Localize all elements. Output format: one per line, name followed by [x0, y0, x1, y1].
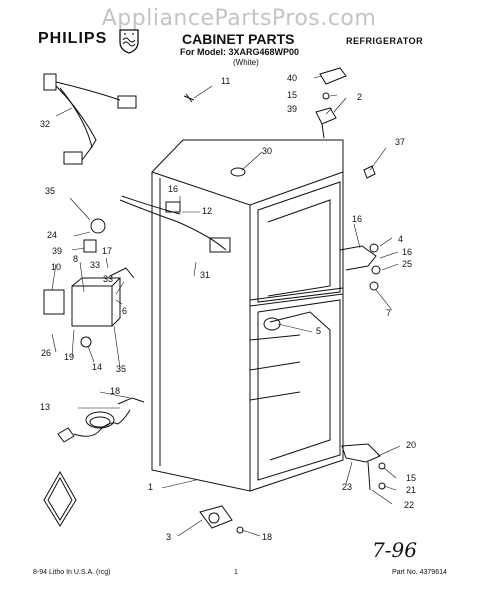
callout-33: 35: [45, 186, 55, 196]
callout-8: 8: [73, 254, 78, 264]
top-hinge: [315, 92, 337, 139]
callout-19: 19: [64, 352, 74, 362]
middle-hinge: [339, 243, 381, 291]
callout-26: 26: [41, 348, 51, 358]
handwritten-note: 7-96: [372, 538, 417, 562]
print-info: 8-94 Litho In U.S.A. (rcg): [33, 569, 111, 576]
callout-28: 31: [200, 270, 210, 280]
callout-20: 20: [406, 440, 416, 450]
callout-11: 11: [221, 76, 230, 86]
appliance-category: REFRIGERATOR: [346, 36, 424, 46]
power-cord: [57, 397, 145, 443]
callout-22: 22: [404, 500, 414, 510]
page-title: CABINET PARTS: [182, 31, 295, 47]
shield-logo-icon: [119, 29, 139, 54]
callout-numbers: 11 40 15 39 2 37 30 32 16 12 31 35 24 39…: [40, 73, 416, 542]
callout-21: 21: [406, 485, 416, 495]
callout-32: 33: [103, 274, 113, 284]
callout-23: 23: [342, 482, 352, 492]
callout-37: 39: [52, 246, 62, 256]
callout-4: 4: [398, 234, 403, 244]
callout-1: 1: [148, 482, 153, 492]
hole-plug: [363, 165, 376, 179]
callout-24: 24: [47, 230, 57, 240]
callout-31: 35: [116, 364, 126, 374]
watermark-text: AppliancePartsPros.com: [101, 6, 377, 31]
callout-10: 10: [51, 262, 61, 272]
service-badge: [43, 470, 77, 527]
callout-30: 33: [90, 260, 100, 270]
top-plug: [230, 167, 246, 177]
callout-15-top: 15: [287, 90, 297, 100]
callout-14: 14: [92, 362, 102, 372]
hinge-cover: [319, 67, 347, 85]
callout-29: 32: [40, 119, 50, 129]
callout-2: 2: [357, 92, 362, 102]
callout-18-a: 16: [168, 184, 178, 194]
callout-40: 40: [287, 73, 297, 83]
brand-logo-text: PHILIPS: [38, 30, 108, 47]
callout-25: 25: [402, 259, 412, 269]
callout-18-c: 18: [110, 386, 120, 396]
callout-leader-lines: [51, 75, 401, 537]
cabinet-wiring: [119, 195, 231, 253]
callout-17: 16: [352, 214, 362, 224]
callout-15-bottom: 15: [406, 473, 416, 483]
leveling-roller: [199, 505, 244, 534]
page-number: 1: [234, 569, 238, 576]
callout-27: 30: [262, 146, 272, 156]
screw: [183, 93, 195, 103]
callout-13: 13: [40, 402, 50, 412]
cabinet-shell: [151, 139, 344, 492]
callout-18-b: 17: [102, 246, 112, 256]
callout-12: 12: [202, 206, 212, 216]
callout-16: 16: [402, 247, 412, 257]
callout-39: 39: [287, 104, 297, 114]
compressor-relay: [43, 218, 135, 348]
part-number: Part No. 4379614: [392, 569, 447, 576]
model-number: For Model: 3XARG468WP00: [180, 47, 300, 57]
wire-harness: [43, 73, 137, 165]
callout-6: 6: [122, 306, 127, 316]
callout-35: 37: [395, 137, 405, 147]
model-color: (White): [233, 58, 259, 67]
bottom-hinge: [341, 443, 386, 491]
callout-7: 7: [386, 308, 391, 318]
callout-5: 5: [316, 326, 321, 336]
shelf-support: [263, 317, 281, 331]
callout-18-d: 18: [262, 532, 272, 542]
callout-3: 3: [166, 532, 171, 542]
